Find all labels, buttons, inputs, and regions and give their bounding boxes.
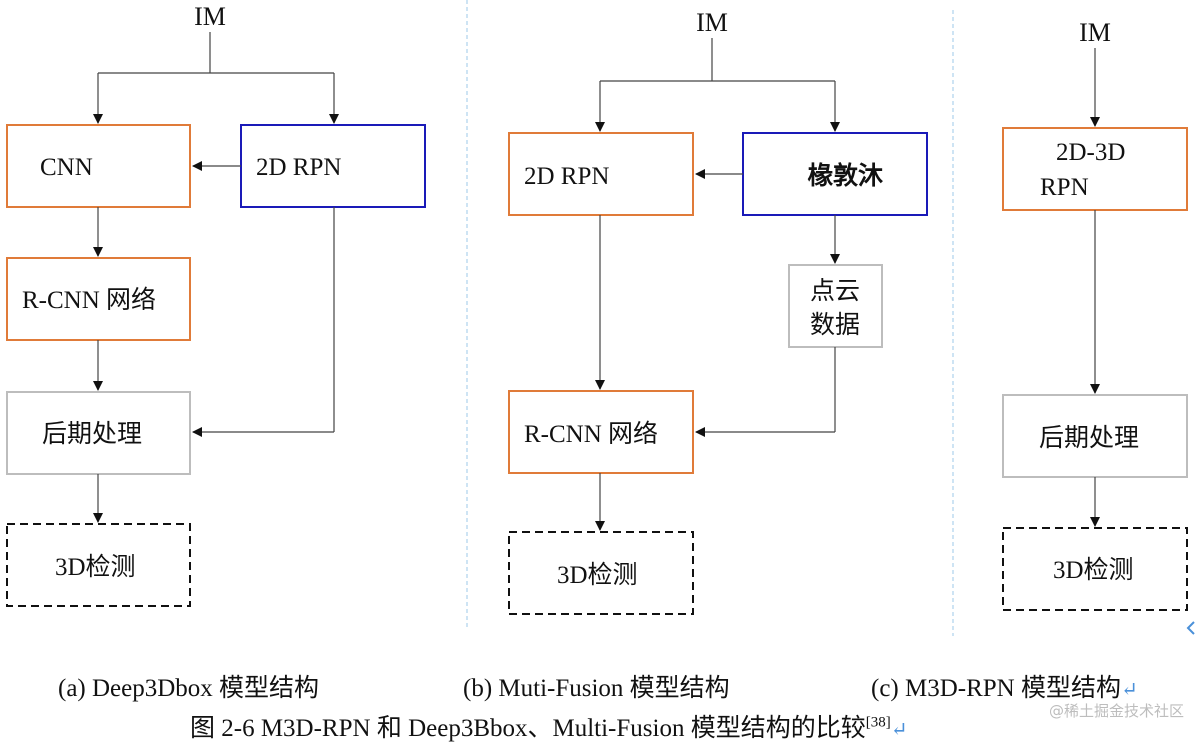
pointcloud-box: [788, 264, 883, 348]
caption-b: (b) Muti-Fusion 模型结构: [463, 675, 730, 702]
pointcloud-label-line2: 数据: [810, 311, 860, 339]
post-box: [1002, 394, 1188, 478]
post-label: 后期处理: [1039, 424, 1139, 452]
rpn-2d3d-label-line2: RPN: [1040, 174, 1089, 201]
im-label: IM: [1079, 18, 1111, 47]
panel-b: IM 2D RPN 椽敦沐 点云 数据 R-CNN 网络 3D检测: [508, 8, 928, 615]
det-label: 3D检测: [1053, 556, 1134, 584]
det-box: [1002, 527, 1188, 611]
im-label: IM: [696, 8, 728, 37]
reference: [38]: [865, 714, 891, 731]
im-label: IM: [194, 2, 226, 31]
panel-c: IM 2D-3D RPN 后期处理 3D检测: [1002, 18, 1195, 635]
caption-c: (c) M3D-RPN 模型结构↵: [871, 675, 1138, 702]
edit-mark-icon: [1186, 621, 1195, 635]
rpn-label: 2D RPN: [256, 154, 341, 181]
rcnn-box: [508, 390, 694, 474]
panel-a: IM CNN 2D RPN R-CNN 网络 后期处理 3D检测: [6, 2, 426, 607]
rpn-box: [508, 132, 694, 216]
det-label: 3D检测: [557, 561, 638, 589]
rpn-label: 2D RPN: [524, 163, 609, 190]
rcnn-box: [6, 257, 191, 341]
rpn-2d3d-box: [1002, 127, 1188, 211]
cnn-label: CNN: [40, 154, 93, 181]
post-label: 后期处理: [42, 420, 142, 448]
depth-box: [742, 132, 928, 216]
return-mark-icon: ↵: [1121, 679, 1138, 701]
cnn-box: [6, 124, 191, 208]
rpn-box: [240, 124, 426, 208]
post-box: [6, 391, 191, 475]
watermark: @稀土掘金技术社区: [1048, 702, 1184, 720]
det-box: [508, 531, 694, 615]
figure-caption: 图 2-6 M3D-RPN 和 Deep3Bbox、Multi-Fusion 模…: [190, 714, 908, 742]
det-label: 3D检测: [55, 553, 136, 581]
return-mark-icon: ↵: [890, 719, 908, 741]
det-box: [6, 523, 191, 607]
rpn-2d3d-label-line1: 2D-3D: [1056, 139, 1125, 166]
rcnn-label: R-CNN 网络: [524, 420, 658, 448]
rcnn-label: R-CNN 网络: [22, 286, 156, 314]
caption-a: (a) Deep3Dbox 模型结构: [58, 675, 320, 702]
pointcloud-label-line1: 点云: [810, 277, 860, 305]
depth-label: 椽敦沐: [807, 161, 883, 190]
